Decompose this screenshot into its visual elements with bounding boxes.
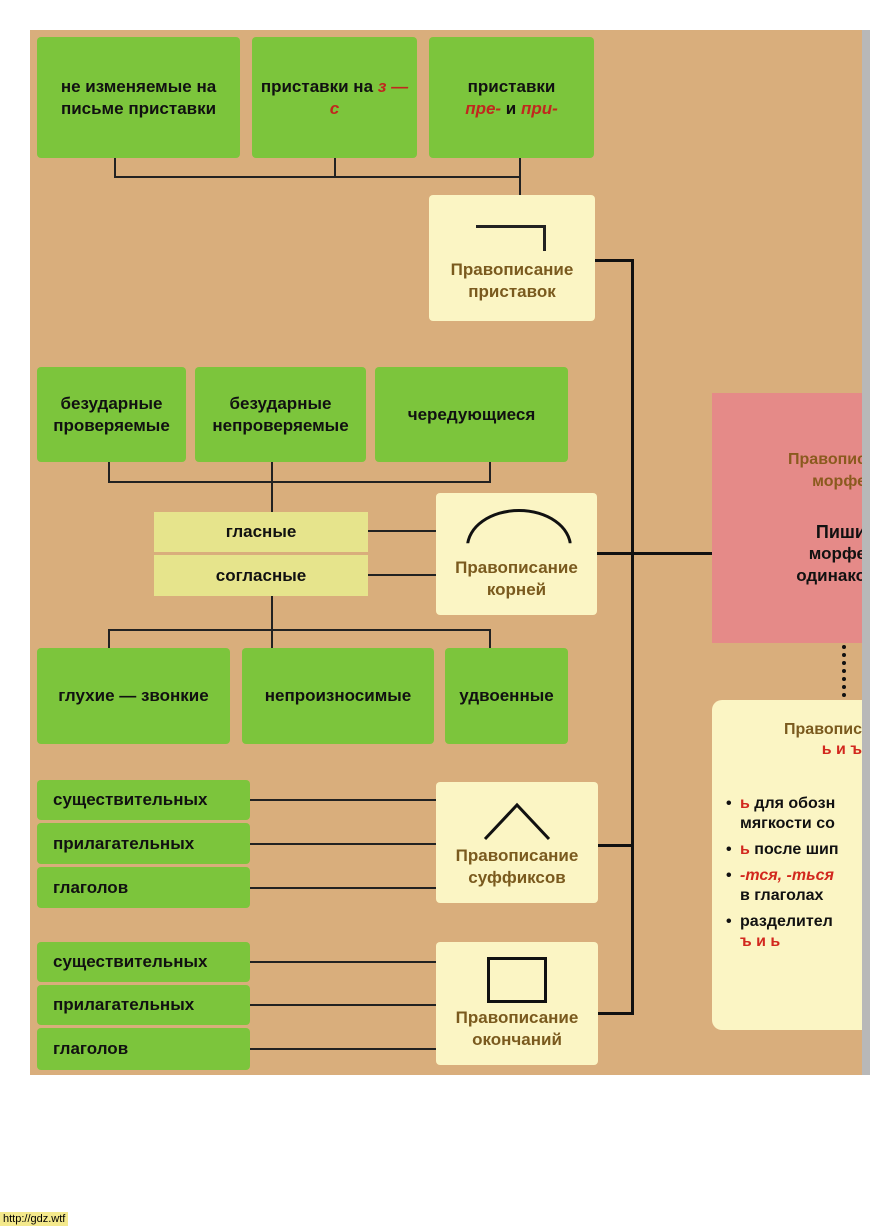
box-root-spelling: Правописание корней	[436, 493, 597, 615]
suffix-caret-icon	[483, 802, 551, 841]
ending-adjectives: прилагательных	[37, 985, 250, 1025]
box-prefix-spelling: Правописание приставок	[429, 195, 595, 321]
label: не изменяемые на письме приставки	[60, 76, 217, 118]
label: приставки на з — с	[260, 76, 409, 118]
source-url-link[interactable]: http://gdz.wtf	[0, 1212, 69, 1226]
box-root-alternating: чередующиеся	[375, 367, 568, 462]
dotted-connector	[842, 645, 846, 697]
title: Правописание приставок	[450, 260, 574, 301]
ending-verbs: глаголов	[37, 1028, 250, 1070]
box-root-checkable: безударные проверяемые	[37, 367, 186, 462]
suffix-adjectives: прилагательных	[37, 823, 250, 864]
prefix-symbol-icon	[472, 205, 552, 255]
box-doubled: удвоенные	[445, 648, 568, 744]
box-unchanging-prefixes: не изменяемые на письме приставки	[37, 37, 240, 158]
scan-edge	[862, 30, 870, 1075]
ending-nouns: существительных	[37, 942, 250, 982]
box-voiced-voiceless: глухие — звонкие	[37, 648, 230, 744]
suffix-verbs: глаголов	[37, 867, 250, 908]
list-item: ь после шип	[726, 840, 839, 860]
box-consonants: согласные	[154, 555, 368, 596]
root-arc-icon	[462, 503, 572, 553]
box-root-uncheckable: безударные непроверяемые	[195, 367, 366, 462]
box-unpronounceable: непроизносимые	[242, 648, 434, 744]
ending-square-icon	[487, 957, 547, 1003]
suffix-nouns: существительных	[37, 780, 250, 820]
box-ending-spelling: Правописание окончаний	[436, 942, 598, 1065]
box-suffix-spelling: Правописание суффиксов	[436, 782, 598, 903]
box-vowels: гласные	[154, 512, 368, 552]
box-prefixes-z-s: приставки на з — с	[252, 37, 417, 158]
